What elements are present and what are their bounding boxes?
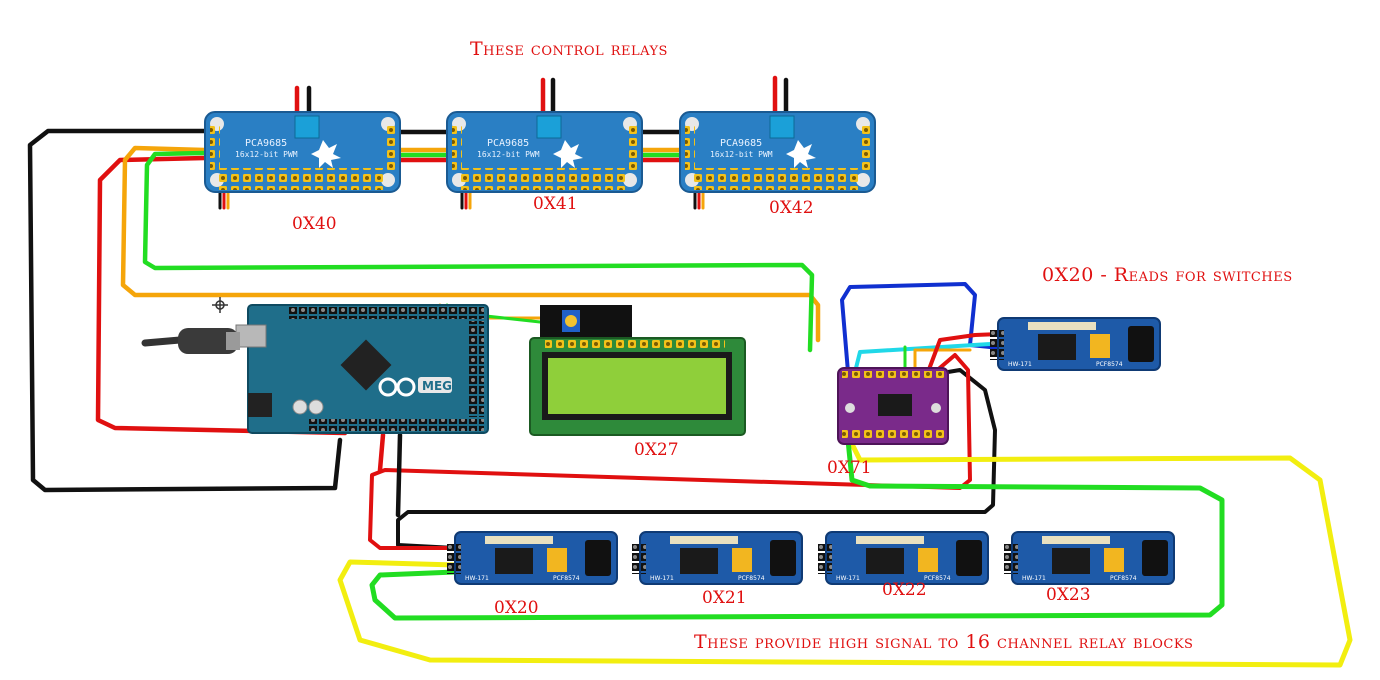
pca-sub-text: 16x12-bit PWM (235, 150, 298, 159)
lcd-display (529, 337, 746, 436)
cursor-crosshair-icon (212, 297, 228, 313)
pca-name-text: PCA9685 (720, 138, 762, 149)
pca-0x42-label: 0X42 (769, 198, 814, 218)
pcf-name-text: PCF8574 (1096, 361, 1123, 368)
arduino-mega-board: MEGA (235, 304, 489, 434)
pca-board-0x40: PCA9685 16x12-bit PWM (204, 111, 401, 193)
i2c-multiplexer-board (837, 367, 949, 445)
pcf-name-text: PCF8574 (738, 575, 765, 582)
adafruit-logo-icon (553, 140, 583, 168)
pcf-model-text: HW-171 (836, 575, 860, 582)
pcf-board-switches: HW-171 PCF8574 (990, 317, 1161, 371)
adafruit-logo-icon (311, 140, 341, 168)
usb-cable-icon (178, 328, 240, 354)
mega-text: MEGA (422, 379, 462, 393)
pca-board-0x42: PCA9685 16x12-bit PWM (679, 111, 876, 193)
pca9685-boards: PCA9685 16x12-bit PWM PCA9685 16x12-bit … (204, 111, 876, 193)
pca-0x41-label: 0X41 (533, 194, 578, 214)
mux-0x71-label: 0X71 (827, 458, 872, 478)
pcf-board-0x20: HW-171 PCF8574 (447, 531, 618, 585)
pca-board-0x41: PCA9685 16x12-bit PWM (446, 111, 643, 193)
adafruit-logo-icon (786, 140, 816, 168)
pcf-board-0x22: HW-171 PCF8574 (818, 531, 989, 585)
lcd-i2c-backpack (540, 305, 632, 345)
wire-layer (27, 75, 1353, 668)
lcd-0x27-label: 0X27 (634, 440, 679, 460)
switch-reader-label: 0X20 - Reads for switches (1042, 264, 1293, 286)
pca-name-text: PCA9685 (245, 138, 287, 149)
pcf-0x23-label: 0X23 (1046, 585, 1091, 605)
pcf-model-text: HW-171 (1008, 361, 1032, 368)
pcf8574-boards: HW-171 PCF8574 HW-171 PCF8574 HW-171 PCF… (447, 317, 1175, 585)
arduino-logo-icon (378, 377, 416, 397)
pcf-name-text: PCF8574 (553, 575, 580, 582)
bottom-note-label: These provide high signal to 16 channel … (694, 631, 1194, 653)
pca-name-text: PCA9685 (487, 138, 529, 149)
pcf-model-text: HW-171 (1022, 575, 1046, 582)
pcf-0x22-label: 0X22 (882, 580, 927, 600)
pca-0x40-label: 0X40 (292, 214, 337, 234)
pcf-model-text: HW-171 (650, 575, 674, 582)
pcf-name-text: PCF8574 (1110, 575, 1137, 582)
pcf-board-0x21: HW-171 PCF8574 (632, 531, 803, 585)
pca-sub-text: 16x12-bit PWM (710, 150, 773, 159)
top-title-label: These control relays (470, 38, 668, 60)
pcf-0x21-label: 0X21 (702, 588, 747, 608)
pcf-board-0x23: HW-171 PCF8574 (1004, 531, 1175, 585)
pcf-0x20-label: 0X20 (494, 598, 539, 618)
pcf-model-text: HW-171 (465, 575, 489, 582)
pcf-name-text: PCF8574 (924, 575, 951, 582)
pca-sub-text: 16x12-bit PWM (477, 150, 540, 159)
